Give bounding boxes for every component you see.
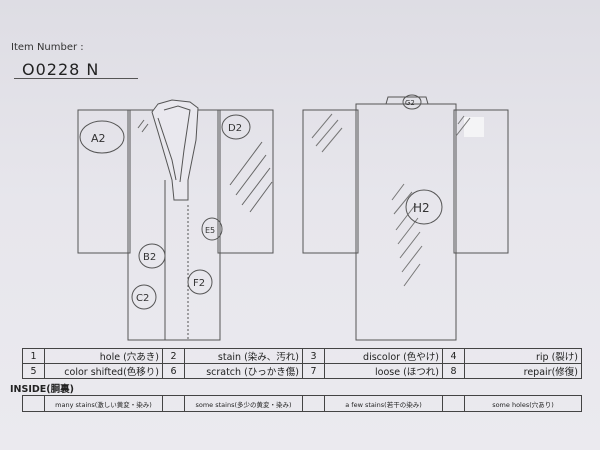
front-code-c-circle <box>131 284 157 310</box>
legend-label: repair(修復) <box>464 363 582 379</box>
back-right-sleeve-hatching <box>455 115 471 137</box>
inside-option: a few stains(若干の染み) <box>324 395 443 412</box>
back-code-h-circle <box>405 189 443 225</box>
back-left-sleeve <box>302 109 359 254</box>
inside-option: many stains(激しい黄変・染み) <box>44 395 163 412</box>
back-code-g-circle <box>402 94 422 110</box>
back-code-g-text: G2 <box>405 99 415 107</box>
inside-checkbox-cell <box>22 395 45 412</box>
inside-checkbox-cell <box>162 395 185 412</box>
inside-option: some holes(穴あり) <box>464 395 582 412</box>
front-code-b-text: B2 <box>143 252 156 263</box>
inside-option: some stains(多少の黄変・染み) <box>184 395 303 412</box>
legend-label: stain (染み、汚れ) <box>184 348 303 364</box>
item-number-underline <box>14 78 138 79</box>
inside-row: many stains(激しい黄変・染み) some stains(多少の黄変・… <box>22 395 582 412</box>
legend-label: rip (裂け) <box>464 348 582 364</box>
inside-condition-table: many stains(激しい黄変・染み) some stains(多少の黄変・… <box>22 395 582 412</box>
damage-legend-table: 1 hole (穴あき) 2 stain (染み、汚れ) 3 discolor … <box>22 348 582 379</box>
legend-number: 3 <box>302 348 325 364</box>
legend-label: hole (穴あき) <box>44 348 163 364</box>
back-left-sleeve-hatching <box>311 113 343 153</box>
back-code-h-text: H2 <box>413 201 430 215</box>
front-right-sleeve <box>217 109 274 254</box>
legend-label: color shifted(色移り) <box>44 363 163 379</box>
front-code-e-text: E5 <box>205 226 215 235</box>
back-white-patch <box>464 117 484 137</box>
front-code-f-text: F2 <box>193 278 205 289</box>
legend-label: loose (ほつれ) <box>324 363 443 379</box>
front-code-a-circle <box>79 120 125 154</box>
legend-number: 2 <box>162 348 185 364</box>
front-code-a-text: A2 <box>91 132 106 145</box>
front-collar-inner <box>163 105 191 183</box>
inside-section-label: INSIDE(胴裏) <box>10 384 74 395</box>
front-right-sleeve-hatching <box>229 141 273 213</box>
front-code-d-text: D2 <box>228 123 242 134</box>
legend-number: 8 <box>442 363 465 379</box>
legend-number: 5 <box>22 363 45 379</box>
legend-number: 7 <box>302 363 325 379</box>
legend-row: 5 color shifted(色移り) 6 scratch (ひっかき傷) 7… <box>22 363 582 379</box>
kimono-front-diagram <box>77 99 274 341</box>
front-left-sleeve <box>77 109 131 254</box>
item-number-value: O0228 N <box>22 60 100 79</box>
front-code-d-circle <box>221 114 251 140</box>
inside-checkbox-cell <box>442 395 465 412</box>
inside-checkbox-cell <box>302 395 325 412</box>
back-body-hatching <box>391 183 423 287</box>
legend-label: discolor (色やけ) <box>324 348 443 364</box>
front-collar <box>151 99 199 201</box>
back-body <box>355 103 457 341</box>
kimono-back-diagram <box>302 94 509 341</box>
front-collar-fold <box>157 117 177 181</box>
back-collar-tab <box>385 96 429 105</box>
legend-number: 4 <box>442 348 465 364</box>
front-code-f-circle <box>187 269 213 295</box>
back-right-sleeve <box>453 109 509 254</box>
legend-number: 1 <box>22 348 45 364</box>
front-code-b-circle <box>138 243 166 269</box>
item-number-label: Item Number : <box>11 42 84 53</box>
legend-number: 6 <box>162 363 185 379</box>
front-code-e-circle <box>201 217 223 241</box>
legend-row: 1 hole (穴あき) 2 stain (染み、汚れ) 3 discolor … <box>22 348 582 364</box>
legend-label: scratch (ひっかき傷) <box>184 363 303 379</box>
front-code-c-text: C2 <box>136 293 149 304</box>
